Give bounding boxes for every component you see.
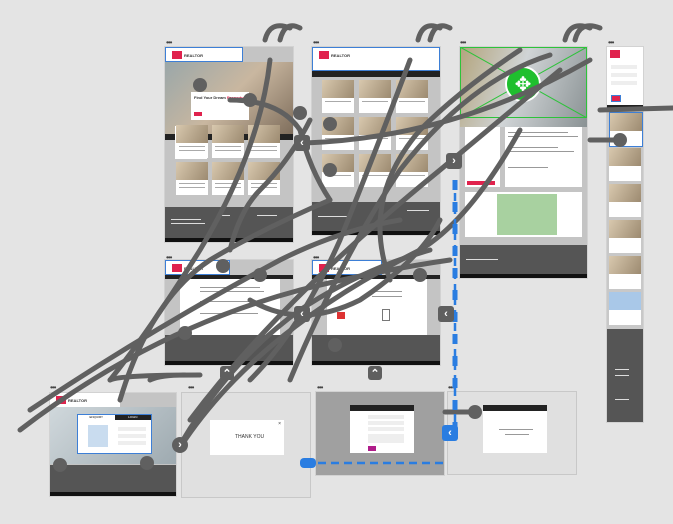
forward-link-handle[interactable]: › bbox=[172, 437, 188, 453]
section-title-bar bbox=[312, 71, 440, 77]
up-link-handle[interactable]: ⌃ bbox=[368, 366, 382, 380]
artboard-menu-enquiry[interactable]: ••• bbox=[50, 383, 56, 392]
property-card[interactable] bbox=[609, 256, 641, 289]
site-footer bbox=[607, 329, 643, 422]
artboard-thank-you-popup[interactable] bbox=[448, 392, 576, 474]
back-link-handle-active[interactable]: ‹ bbox=[442, 425, 458, 441]
message-dialog bbox=[483, 405, 547, 453]
site-header: REALTOR bbox=[165, 47, 243, 62]
property-card[interactable] bbox=[609, 220, 641, 253]
property-description bbox=[505, 127, 582, 187]
back-link-handle[interactable]: ‹ bbox=[294, 135, 310, 151]
selection-box[interactable] bbox=[460, 47, 587, 118]
artboard-menu-home[interactable]: ••• bbox=[166, 38, 172, 47]
artboard-menu-form[interactable]: ••• bbox=[317, 383, 323, 392]
artboard-menu-mobile[interactable]: ••• bbox=[608, 38, 614, 47]
thank-you-popup: THANK YOU × bbox=[210, 420, 284, 455]
logo-text: REALTOR bbox=[184, 265, 203, 271]
property-card[interactable] bbox=[359, 80, 391, 113]
artboard-menu-about[interactable]: ••• bbox=[166, 253, 172, 262]
artboard-contact-form[interactable] bbox=[316, 392, 444, 475]
artboard-menu-contact[interactable]: ••• bbox=[313, 253, 319, 262]
artboard-menu-popup[interactable]: ••• bbox=[448, 383, 454, 392]
logo-icon bbox=[319, 51, 329, 59]
forward-link-handle[interactable]: › bbox=[446, 153, 462, 169]
tab-enquiry[interactable]: ENQUIRY bbox=[89, 415, 104, 419]
back-link-handle[interactable]: ‹ bbox=[438, 306, 454, 322]
artboard-menu-listings[interactable]: ••• bbox=[313, 38, 319, 47]
artboard-enquiry[interactable]: REALTOR ENQUIRY LOGIN bbox=[50, 393, 176, 496]
tab-login[interactable]: LOGIN bbox=[114, 415, 151, 420]
logo-text: REALTOR bbox=[331, 52, 350, 58]
search-panel: Find Your Dream Property bbox=[191, 92, 249, 120]
property-card[interactable] bbox=[212, 125, 244, 158]
logo-text: REALTOR bbox=[68, 397, 87, 403]
send-button[interactable] bbox=[368, 446, 376, 451]
property-card[interactable] bbox=[609, 148, 641, 181]
thank-you-message: THANK YOU bbox=[235, 434, 265, 440]
search-button[interactable] bbox=[194, 112, 202, 116]
back-link-handle[interactable]: ‹ bbox=[294, 306, 310, 322]
close-icon[interactable]: × bbox=[278, 421, 281, 427]
mobile-search-form bbox=[607, 47, 643, 105]
property-card[interactable] bbox=[609, 184, 641, 217]
logo: REALTOR bbox=[172, 51, 203, 59]
artboard-thank-you[interactable]: THANK YOU × bbox=[182, 393, 310, 497]
artboard-property-detail[interactable] bbox=[460, 47, 587, 278]
hero-title: Find Your Dream Property bbox=[194, 95, 244, 100]
site-footer bbox=[460, 245, 587, 278]
artboard-menu-detail[interactable]: ••• bbox=[460, 38, 466, 47]
up-link-handle[interactable]: ⌃ bbox=[220, 366, 234, 380]
enquiry-panel: ENQUIRY LOGIN bbox=[77, 414, 152, 454]
artboard-menu-thankyou[interactable]: ••• bbox=[188, 383, 194, 392]
property-card[interactable] bbox=[322, 80, 354, 113]
property-card[interactable] bbox=[176, 125, 208, 158]
logo-icon bbox=[172, 51, 182, 59]
contact-form-dialog bbox=[350, 405, 414, 453]
site-header: REALTOR bbox=[312, 47, 440, 71]
logo-text: REALTOR bbox=[184, 52, 203, 58]
property-card[interactable] bbox=[176, 162, 208, 195]
map[interactable] bbox=[465, 192, 582, 237]
contact-agent-button[interactable] bbox=[467, 181, 495, 185]
property-card[interactable] bbox=[609, 292, 641, 325]
